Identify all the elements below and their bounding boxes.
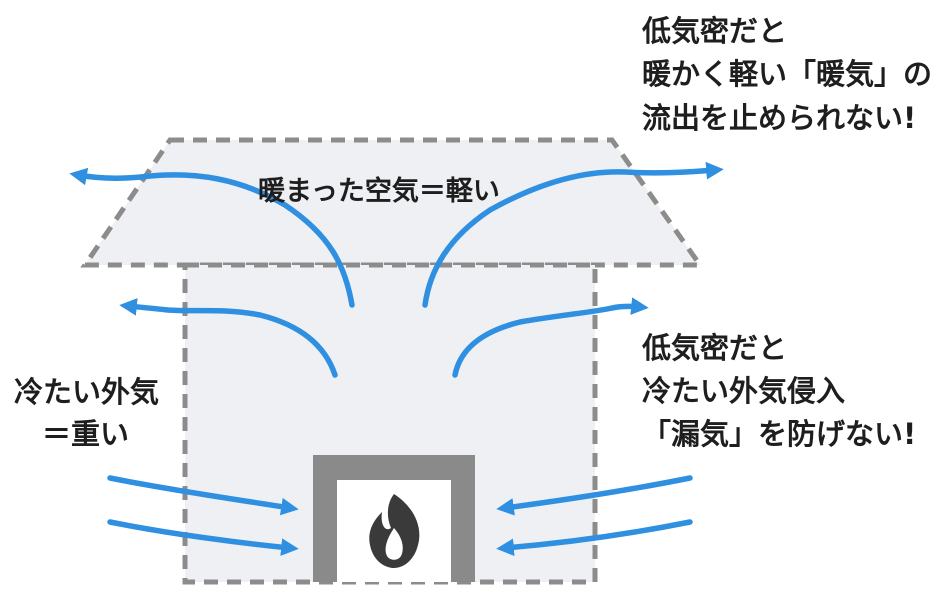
warm-air-arrow-upper-left xyxy=(69,167,355,308)
right-middle-label-line-1: 低気密だと xyxy=(642,331,788,365)
warm-air-arrow-lower-left xyxy=(119,298,338,378)
right-middle-label-line-2: 冷たい外気侵入 xyxy=(642,374,846,408)
flame-icon xyxy=(369,494,420,568)
cold-air-arrow-left-upper xyxy=(107,475,299,516)
right-middle-label-line-3: 「漏気」を防げない! xyxy=(642,417,917,451)
left-middle-label-line-1: 冷たい外気 xyxy=(14,375,160,409)
roof-label: 暖まった空気＝軽い xyxy=(258,176,500,207)
left-middle-label-line-2: ＝重い xyxy=(42,417,130,451)
cold-air-arrow-right-upper xyxy=(496,475,693,516)
top-right-label-line-3: 流出を止められない! xyxy=(642,101,917,135)
top-right-label-line-1: 低気密だと xyxy=(642,14,788,48)
top-right-label-line-2: 暖かく軽い「暖気」の xyxy=(642,57,931,91)
cold-air-arrow-left-lower xyxy=(107,519,299,556)
warm-air-arrow-upper-right xyxy=(422,161,724,308)
roof-shape xyxy=(80,137,705,268)
heater xyxy=(313,455,475,582)
warm-air-arrow-lower-right xyxy=(452,297,649,378)
cold-air-arrow-right-lower xyxy=(496,519,693,557)
